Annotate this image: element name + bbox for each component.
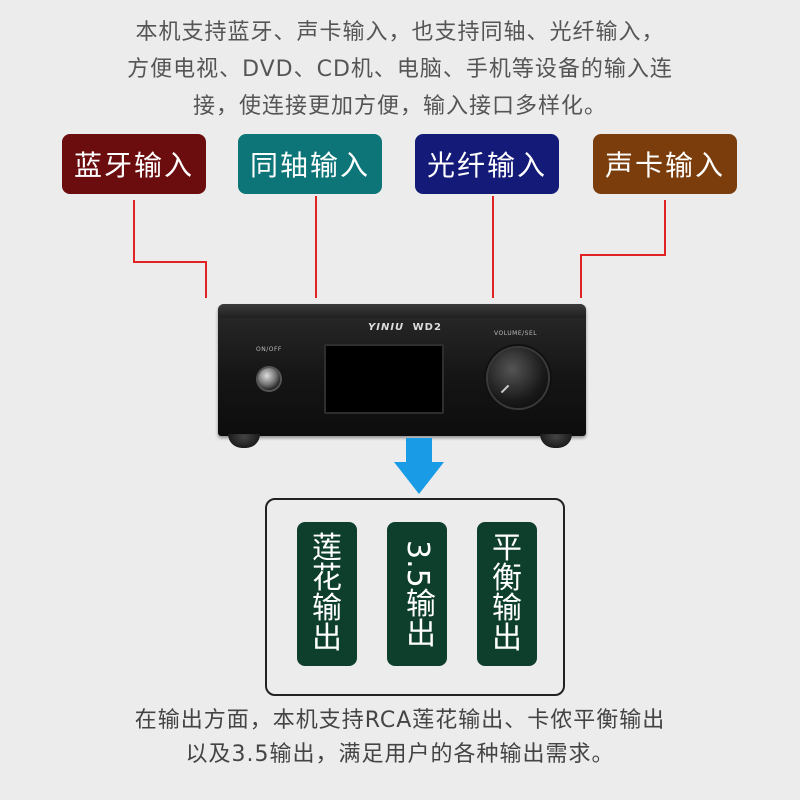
power-label: ON/OFF	[256, 346, 282, 353]
display-screen	[324, 344, 444, 414]
wire-soundcard	[580, 200, 666, 298]
device-foot-left	[228, 434, 260, 448]
intro-line-2: 方便电视、DVD、CD机、电脑、手机等设备的输入连	[127, 57, 673, 82]
brand-logo: YINIU	[368, 322, 405, 333]
input-label-bluetooth: 蓝牙输入	[62, 134, 206, 194]
input-label-optical: 光纤输入	[415, 134, 559, 194]
output-label-35mm: 3.5输出	[387, 522, 447, 666]
amplifier-device: YINIU WD2 ON/OFF VOLUME/SEL	[218, 304, 586, 436]
intro-line-1: 本机支持蓝牙、声卡输入，也支持同轴、光纤输入，	[135, 20, 665, 45]
device-top-panel	[218, 304, 586, 318]
input-label-coaxial: 同轴输入	[238, 134, 382, 194]
input-label-soundcard: 声卡输入	[593, 134, 737, 194]
down-arrow-icon	[394, 438, 444, 494]
output-text-35mm: 3.5输出	[400, 540, 435, 648]
volume-knob-icon	[488, 348, 548, 408]
power-button-icon	[258, 368, 280, 390]
output-text-rca: 莲花输出	[312, 531, 342, 656]
volume-label: VOLUME/SEL	[494, 330, 538, 337]
knob-marker	[500, 384, 510, 394]
output-text-balanced: 平衡输出	[492, 531, 522, 656]
model-name: WD2	[412, 322, 442, 333]
device-brand: YINIU WD2	[368, 322, 442, 333]
wire-bluetooth	[133, 200, 207, 298]
outro-line-2: 以及3.5输出，满足用户的各种输出需求。	[185, 742, 615, 767]
output-label-balanced: 平衡输出	[477, 522, 537, 666]
intro-line-3: 接，使连接更加方便，输入接口多样化。	[192, 94, 607, 119]
output-box	[265, 498, 565, 696]
device-foot-right	[540, 434, 572, 448]
intro-text: 本机支持蓝牙、声卡输入，也支持同轴、光纤输入， 方便电视、DVD、CD机、电脑、…	[60, 14, 740, 125]
outro-text: 在输出方面，本机支持RCA莲花输出、卡侬平衡输出 以及3.5输出，满足用户的各种…	[60, 704, 740, 772]
outro-line-1: 在输出方面，本机支持RCA莲花输出、卡侬平衡输出	[134, 708, 666, 733]
output-label-rca: 莲花输出	[297, 522, 357, 666]
